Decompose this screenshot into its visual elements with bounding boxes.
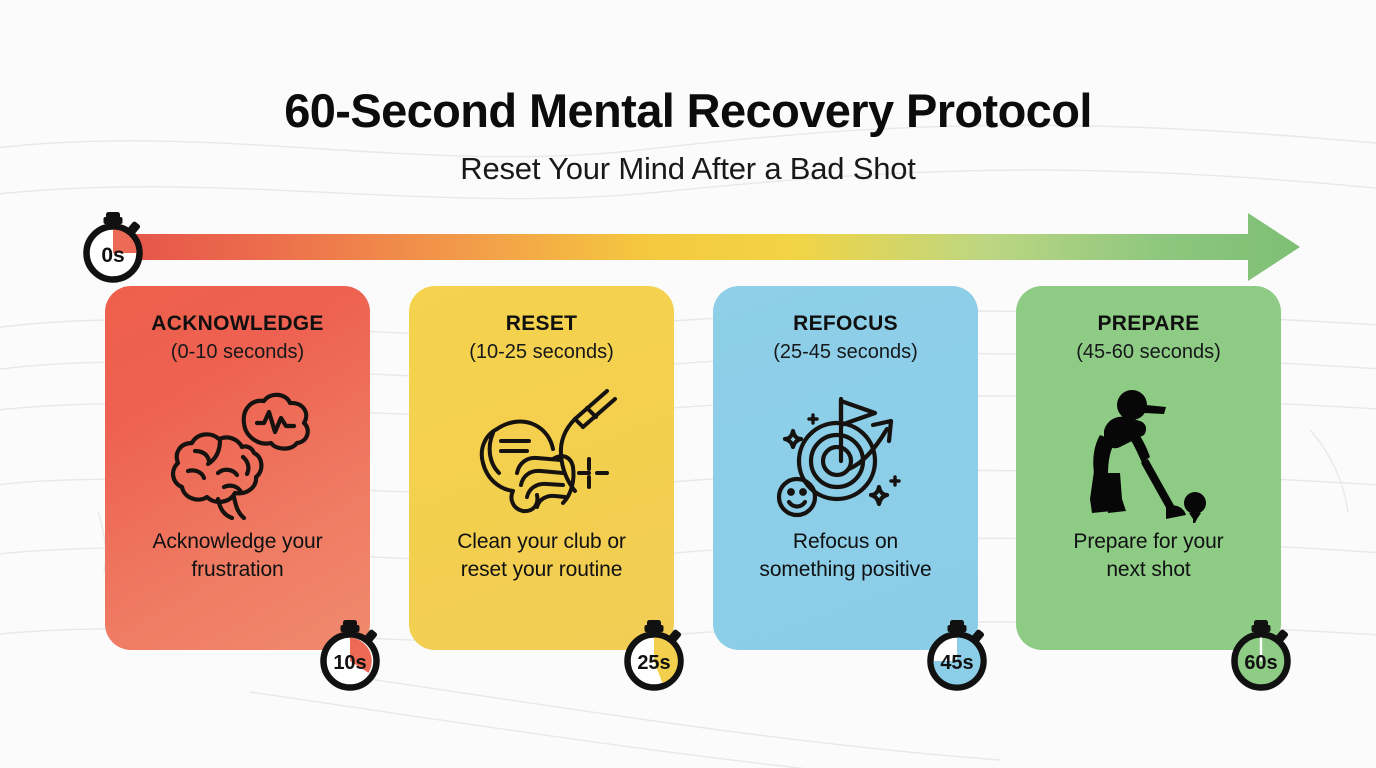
stopwatch-badge-10s[interactable]: 10s — [313, 618, 387, 692]
step-title: PREPARE — [1097, 312, 1200, 335]
step-card-prepare[interactable]: PREPARE (45-60 seconds) — [1016, 286, 1281, 650]
timeline-bar: 0s — [0, 205, 1376, 300]
step-card-reset[interactable]: RESET (10-25 seconds) — [409, 286, 674, 650]
step-title: REFOCUS — [793, 312, 898, 335]
stopwatch-label-0s: 0s — [101, 244, 124, 267]
stopwatch-badge-0s[interactable]: 0s — [76, 210, 150, 284]
hand-cleaning-club-icon — [425, 378, 658, 528]
stopwatch-badge-45s[interactable]: 45s — [920, 618, 994, 692]
step-description-line2: frustration — [191, 557, 284, 581]
step-time-range: (0-10 seconds) — [170, 340, 305, 363]
step-card-acknowledge[interactable]: ACKNOWLEDGE (0-10 seconds) — [105, 286, 370, 650]
stopwatch-label-10s: 10s — [333, 652, 366, 674]
brain-thought-bubble-icon — [121, 378, 354, 528]
stopwatch-badge-25s[interactable]: 25s — [617, 618, 691, 692]
step-description-line2: something positive — [759, 557, 932, 581]
step-card-refocus[interactable]: REFOCUS (25-45 seconds) — [713, 286, 978, 650]
stopwatch-label-60s: 60s — [1244, 652, 1277, 674]
page-title: 60-Second Mental Recovery Protocol — [284, 84, 1092, 137]
step-time-range: (25-45 seconds) — [773, 340, 918, 363]
step-title: RESET — [505, 312, 578, 335]
stopwatch-label-25s: 25s — [637, 652, 670, 674]
step-description-line1: Clean your club or — [457, 529, 626, 553]
step-description-line2: next shot — [1106, 557, 1191, 581]
stopwatch-label-45s: 45s — [940, 652, 973, 674]
step-title: ACKNOWLEDGE — [151, 312, 324, 335]
step-description-line2: reset your routine — [460, 557, 623, 581]
step-description-line1: Prepare for your — [1073, 529, 1224, 553]
step-time-range: (10-25 seconds) — [469, 340, 614, 363]
stopwatch-badge-60s[interactable]: 60s — [1224, 618, 1298, 692]
step-description-line1: Refocus on — [792, 529, 899, 553]
header: 60-Second Mental Recovery Protocol Reset… — [0, 86, 1376, 187]
target-flag-arrow-icon — [729, 378, 962, 528]
golfer-silhouette-icon — [1032, 378, 1265, 528]
step-description-line1: Acknowledge your — [152, 529, 323, 553]
timeline-gradient-arrow — [96, 213, 1300, 281]
step-time-range: (45-60 seconds) — [1076, 340, 1221, 363]
page-subtitle: Reset Your Mind After a Bad Shot — [460, 151, 916, 187]
steps-row: ACKNOWLEDGE (0-10 seconds) — [0, 286, 1376, 656]
